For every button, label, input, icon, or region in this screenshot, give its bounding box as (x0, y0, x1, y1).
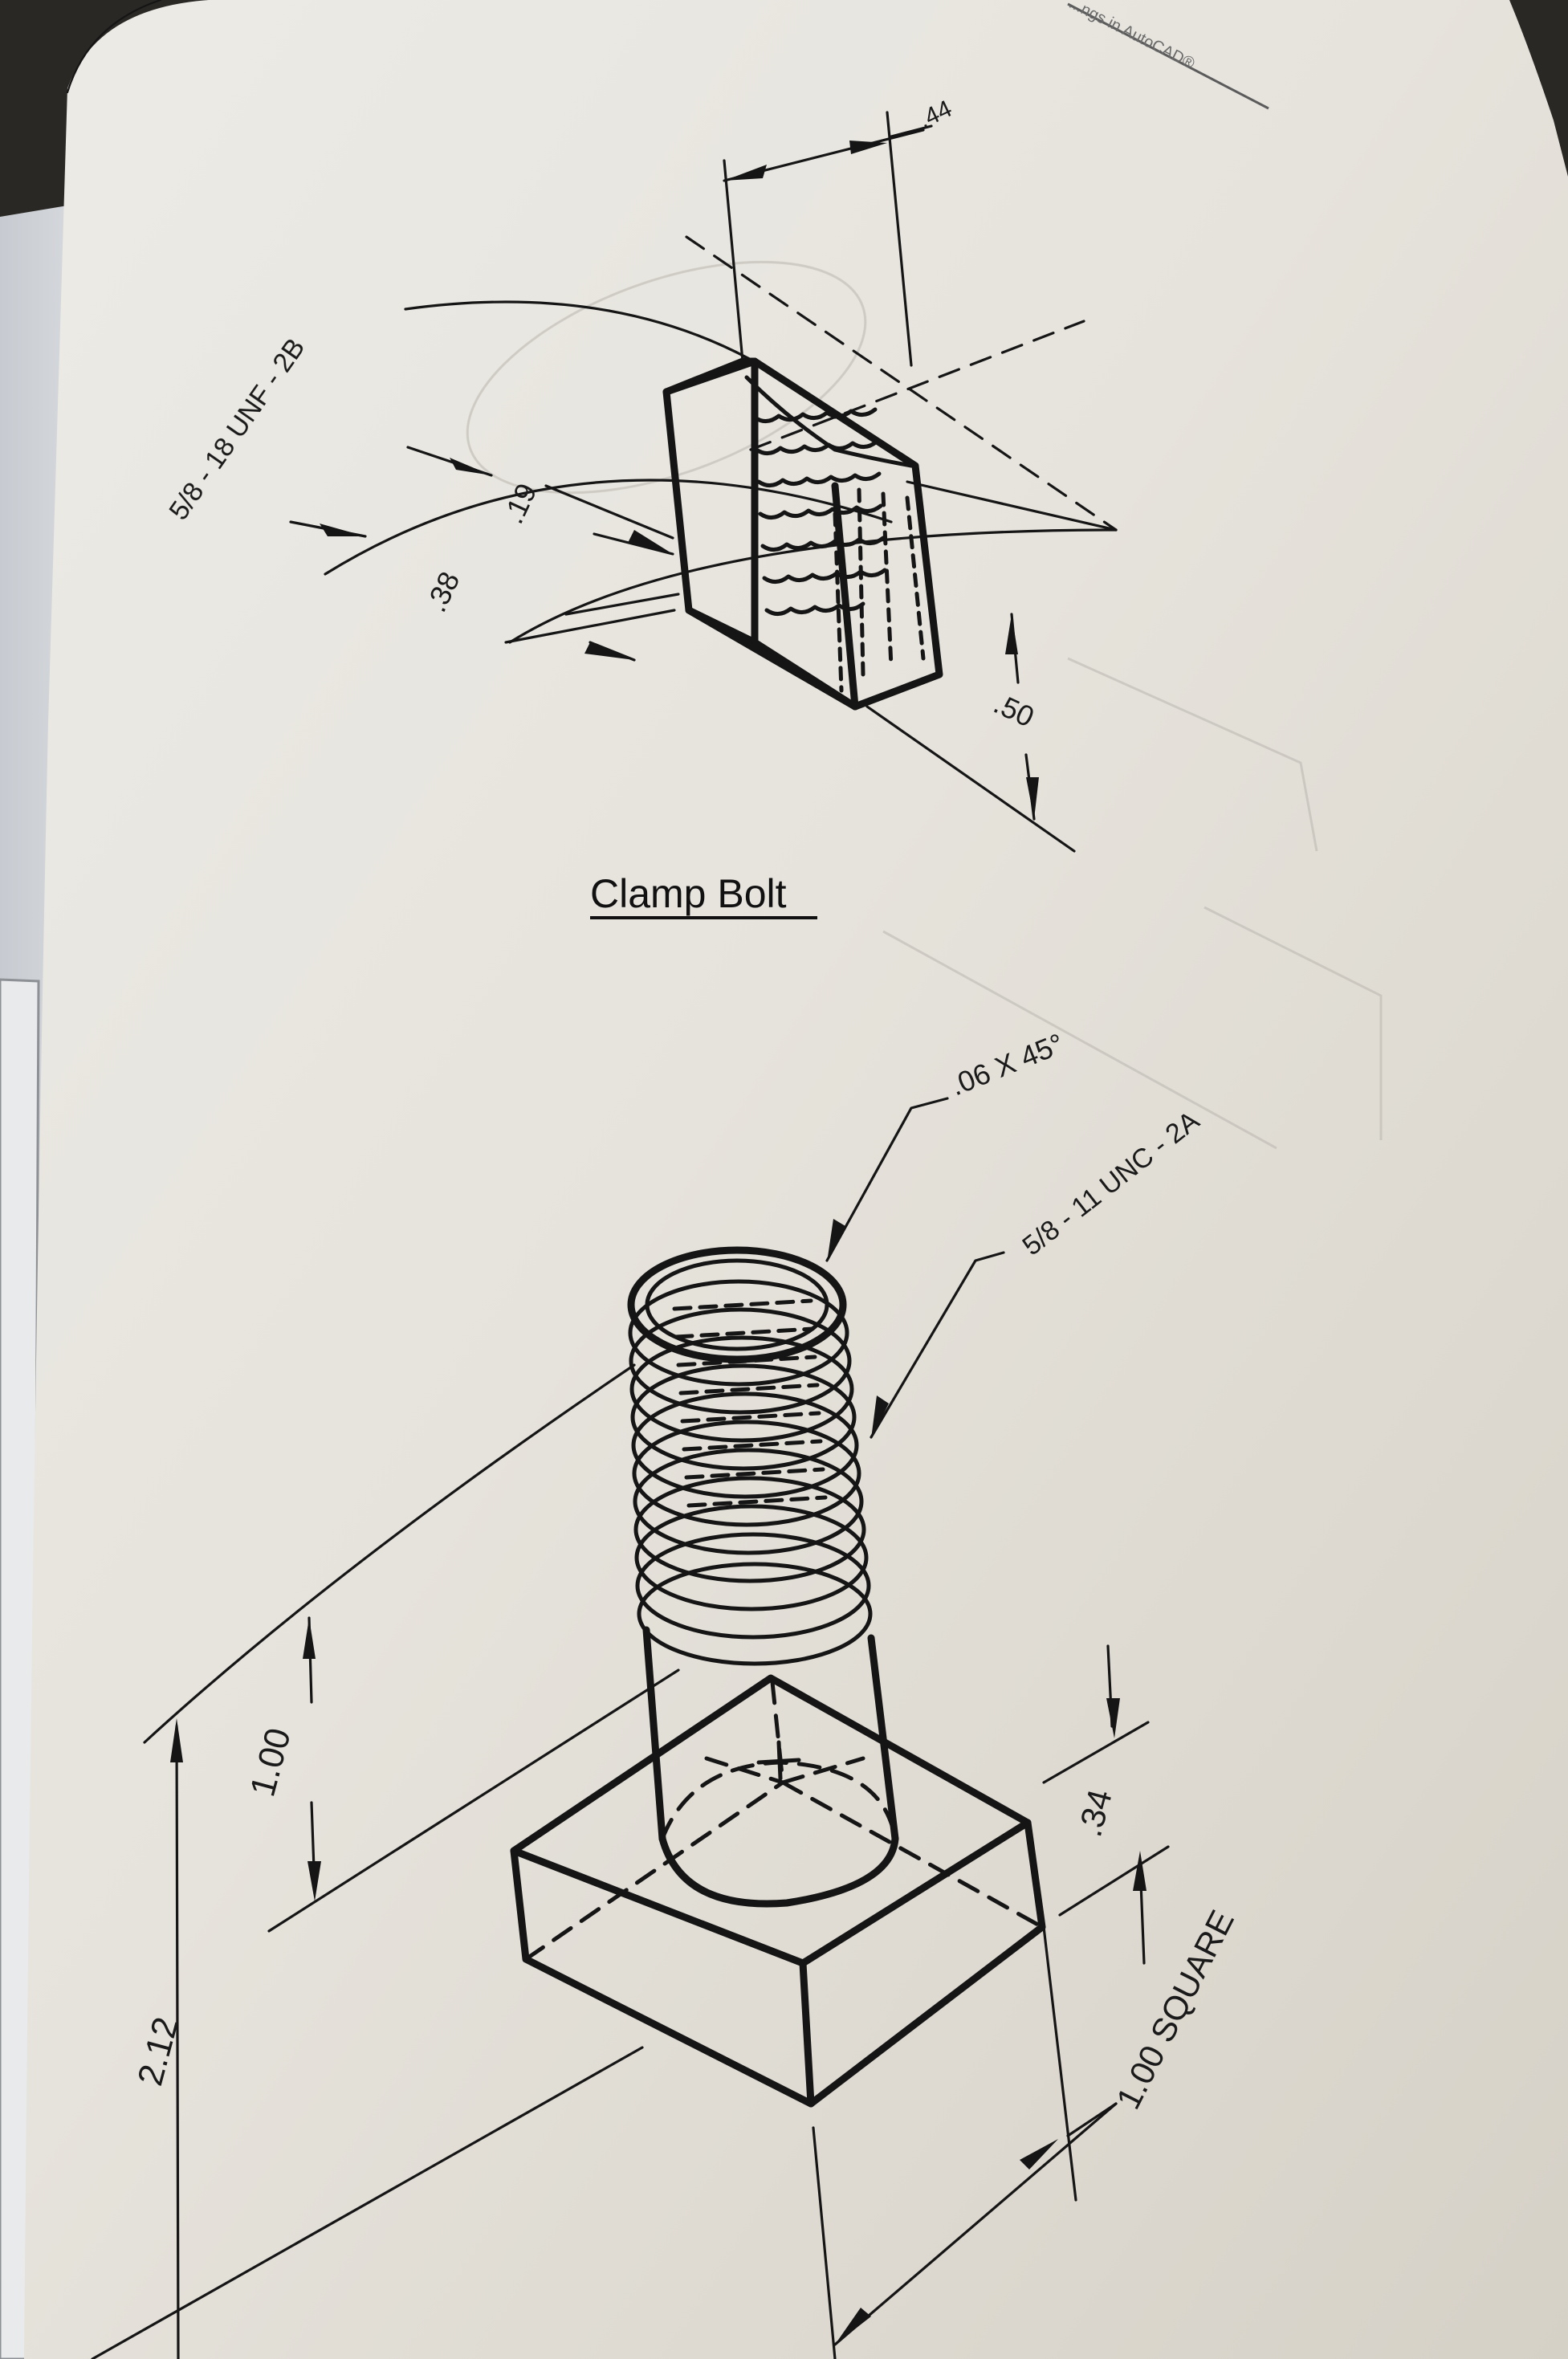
arrow-square (1020, 2139, 1058, 2170)
shank-right (867, 1634, 899, 1843)
arrow-1-00-top (303, 1618, 316, 1659)
chamfer-leader (825, 1097, 949, 1262)
show-through (466, 260, 1383, 1150)
centerline-1 (685, 235, 1118, 532)
ext-1-00 (267, 1668, 680, 1933)
head-hidden-1 (523, 1780, 785, 1962)
paper-sheet (24, 0, 1568, 2359)
arrow-1-00-bottom (307, 1861, 321, 1901)
arrow-square-2 (835, 2308, 871, 2345)
ext-line-top-right (886, 111, 913, 367)
ext-line-38 (564, 593, 680, 616)
shank-base (658, 1835, 899, 1908)
arrow-44-right (849, 141, 887, 154)
bolt-threads (627, 1246, 873, 1666)
header-rule (1067, 2, 1269, 110)
ext-line-bottom-right (865, 705, 1076, 853)
shank-left (642, 1626, 666, 1843)
head-center-1 (704, 1756, 785, 1785)
ext-head-top (1042, 1721, 1150, 1784)
dim-tail-top (890, 124, 933, 138)
arrow-chamfer (827, 1219, 845, 1262)
clamp-threads (744, 375, 926, 693)
ext-line-right-top (906, 480, 1118, 532)
ext-line-19-a (544, 484, 674, 540)
ext-arc-1 (324, 479, 893, 576)
ext-head-front (812, 2126, 837, 2359)
thread-leader (870, 1251, 1005, 1439)
head-center-2 (780, 1756, 865, 1785)
arrow-34-top (1106, 1698, 1120, 1738)
ext-head-bottom (1058, 1845, 1170, 1917)
shank-hidden (660, 1760, 898, 1841)
centerline-2 (749, 320, 1085, 451)
ext-head-right (1042, 1925, 1077, 2202)
arrow-19 (628, 530, 673, 554)
ext-line-38-b (504, 609, 676, 644)
block-inner-edge (831, 482, 859, 711)
head-front-left (510, 1847, 815, 2108)
head-hidden-2 (780, 1780, 1045, 1929)
arrow-thread (871, 1395, 889, 1439)
arrow-44-left (724, 165, 767, 181)
block-top-left (662, 357, 759, 396)
ext-line-top-left (723, 159, 744, 363)
head-front-right (807, 1819, 1046, 2108)
arrow-34-bottom (1133, 1851, 1146, 1891)
ext-bottom (91, 2046, 644, 2359)
block-bottom (685, 606, 859, 711)
figure-caption: Clamp Bolt (590, 871, 787, 916)
dim-2-12 (175, 1725, 180, 2359)
dim-square (833, 2102, 1118, 2346)
ext-arc-bolt (143, 1363, 636, 1744)
page-edge-curve (66, 0, 162, 94)
arrow-2-12-top (170, 1718, 183, 1762)
